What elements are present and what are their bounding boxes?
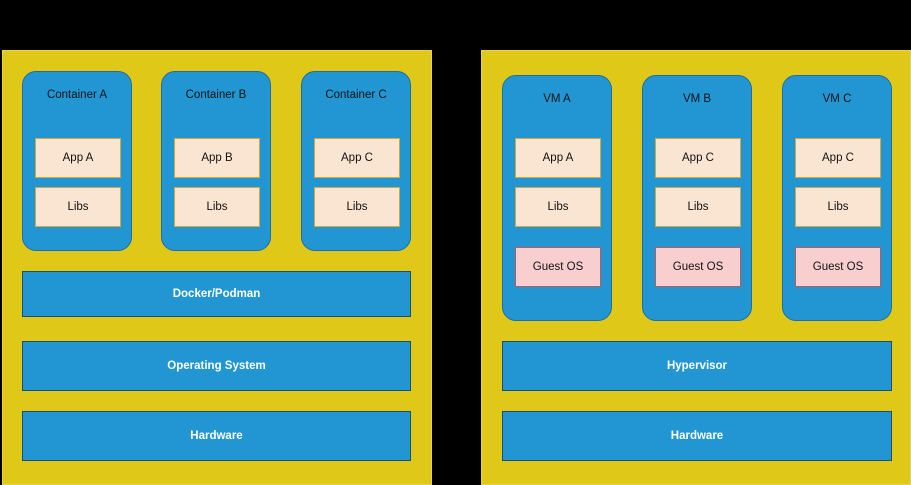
vm-card-a-title: VM A <box>543 93 571 105</box>
container-c-app-block: App C <box>314 138 400 178</box>
layer-operating-system[interactable]: Operating System <box>22 341 411 391</box>
vm-card-c-title: VM C <box>822 93 852 105</box>
container-card-c[interactable]: Container C App C Libs <box>301 71 411 251</box>
vm-card-c[interactable]: VM C App C Libs Guest OS <box>782 75 892 321</box>
virtual-machine-architecture-panel: VM A App A Libs Guest OS VM B App C Libs… <box>481 50 911 485</box>
vm-a-guest-os-block: Guest OS <box>515 247 601 287</box>
layer-hardware-containers[interactable]: Hardware <box>22 411 411 461</box>
container-c-libs-block: Libs <box>314 187 400 227</box>
container-architecture-panel: Container A App A Libs Container B App B… <box>2 50 432 485</box>
vm-card-a[interactable]: VM A App A Libs Guest OS <box>502 75 612 321</box>
vm-b-guest-os-block: Guest OS <box>655 247 741 287</box>
container-card-a-title: Container A <box>46 89 108 101</box>
container-b-app-block: App B <box>174 138 260 178</box>
container-card-a[interactable]: Container A App A Libs <box>22 71 132 251</box>
vm-c-app-block: App C <box>795 138 881 178</box>
vm-a-app-block: App A <box>515 138 601 178</box>
vm-card-b-title: VM B <box>682 93 712 105</box>
container-a-app-block: App A <box>35 138 121 178</box>
vm-b-libs-block: Libs <box>655 187 741 227</box>
vm-b-app-block: App C <box>655 138 741 178</box>
layer-hypervisor[interactable]: Hypervisor <box>502 341 892 391</box>
container-b-libs-block: Libs <box>174 187 260 227</box>
layer-docker-podman[interactable]: Docker/Podman <box>22 271 411 317</box>
container-card-b-title: Container B <box>185 89 247 101</box>
container-card-b[interactable]: Container B App B Libs <box>161 71 271 251</box>
vm-c-libs-block: Libs <box>795 187 881 227</box>
vm-card-b[interactable]: VM B App C Libs Guest OS <box>642 75 752 321</box>
layer-hardware-vms[interactable]: Hardware <box>502 411 892 461</box>
container-card-c-title: Container C <box>325 89 387 101</box>
vm-a-libs-block: Libs <box>515 187 601 227</box>
vm-c-guest-os-block: Guest OS <box>795 247 881 287</box>
container-a-libs-block: Libs <box>35 187 121 227</box>
